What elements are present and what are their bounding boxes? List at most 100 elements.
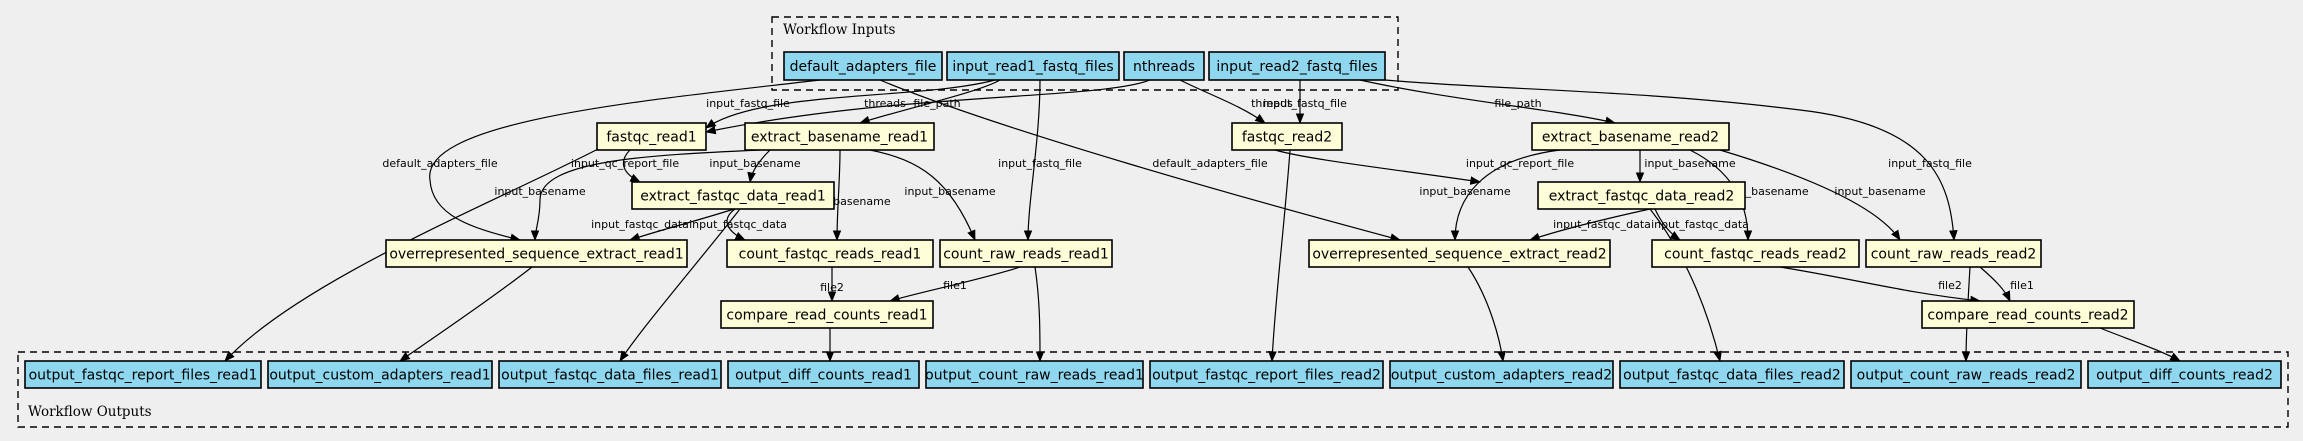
edge-nthreads-to-fastqc_read1: [704, 79, 1151, 135]
edge-label: input_fastq_file: [1263, 97, 1347, 110]
node-box: [1531, 122, 1730, 151]
edge-extract_basename_read1-to-count_raw_reads_read1: [869, 149, 976, 241]
task-node-fastqc_read2[interactable]: fastqc_read2: [1231, 122, 1343, 151]
io-node-output_count_raw_reads_read2[interactable]: output_count_raw_reads_read2: [1850, 360, 2082, 389]
edge-compare_read_counts_read2-to-output_diff_counts_read2: [2099, 327, 2181, 362]
node-box: [1149, 360, 1384, 389]
edge-label: input_basename: [494, 185, 585, 198]
task-node-extract_fastqc_data_read2[interactable]: extract_fastqc_data_read2: [1537, 181, 1746, 210]
node-box: [1308, 239, 1611, 268]
io-node-output_fastqc_data_files_read2[interactable]: output_fastqc_data_files_read2: [1619, 360, 1845, 389]
edge-label: file1: [2010, 279, 2034, 292]
node-box: [1231, 122, 1343, 151]
nodes-layer: default_adapters_file input_read1_fastq_f…: [24, 51, 2282, 389]
task-node-compare_read_counts_read2[interactable]: compare_read_counts_read2: [1921, 300, 2135, 329]
edge-label: file_path: [1494, 97, 1541, 110]
io-node-output_custom_adapters_read1[interactable]: output_custom_adapters_read1: [267, 360, 493, 389]
edge-extract_fastqc_data_read2-to-output_fastqc_data_files_read2: [1649, 208, 1722, 363]
edge-label: input_basename: [904, 185, 995, 198]
task-node-count_fastqc_reads_read2[interactable]: count_fastqc_reads_read2: [1651, 239, 1860, 268]
node-label: output_count_raw_reads_read2: [1857, 368, 2076, 384]
edge-count_raw_reads_read1-to-compare_read_counts_read1: [888, 266, 1021, 303]
node-box: [1389, 360, 1614, 389]
io-node-output_diff_counts_read1[interactable]: output_diff_counts_read1: [727, 360, 920, 389]
task-node-extract_fastqc_data_read1[interactable]: extract_fastqc_data_read1: [631, 181, 835, 210]
edge-nthreads-to-fastqc_read2: [1179, 79, 1266, 124]
edge-label: input_basename: [1834, 185, 1925, 198]
task-node-extract_basename_read1[interactable]: extract_basename_read1: [744, 122, 935, 151]
edge-label: input_fastq_file: [998, 157, 1082, 170]
edge-count_raw_reads_read1-to-output_count_raw_reads_read1: [1034, 266, 1045, 363]
node-label: output_custom_adapters_read2: [1391, 368, 1612, 384]
node-box: [925, 360, 1144, 389]
node-box: [946, 51, 1120, 81]
task-node-overrepresented_sequence_extract_read1[interactable]: overrepresented_sequence_extract_read1: [385, 239, 688, 268]
edge-label: input_fastqc_data: [1651, 218, 1749, 231]
node-label: output_diff_counts_read1: [735, 368, 912, 384]
io-node-output_count_raw_reads_read1[interactable]: output_count_raw_reads_read1: [925, 360, 1144, 389]
io-node-input_read2_fastq_files[interactable]: input_read2_fastq_files: [1208, 51, 1386, 81]
edge-label: input_fastqc_data: [689, 218, 787, 231]
edge-label: input_fastqc_data: [591, 218, 689, 231]
edge-extract_fastqc_data_read1-to-output_fastqc_data_files_read1: [619, 208, 741, 362]
io-node-default_adapters_file[interactable]: default_adapters_file: [783, 51, 943, 81]
node-label: nthreads: [1133, 59, 1195, 75]
edge-input_read2_fastq_files-to-extract_basename_read2: [1359, 79, 1617, 125]
node-box: [744, 122, 935, 151]
edge-label: input_basename: [1419, 185, 1510, 198]
node-label: compare_read_counts_read1: [726, 308, 927, 324]
edges-layer: [224, 79, 2181, 363]
inputs-cluster-border: [771, 16, 1399, 91]
node-box: [498, 360, 722, 389]
node-label: fastqc_read1: [606, 130, 696, 146]
task-node-count_fastqc_reads_read1[interactable]: count_fastqc_reads_read1: [726, 239, 934, 268]
node-label: count_fastqc_reads_read2: [1664, 247, 1847, 263]
node-label: output_fastqc_data_files_read2: [1623, 368, 1841, 384]
edge-default_adapters_file-to-overrepresented_sequence_extract_read1: [429, 79, 821, 242]
task-node-fastqc_read1[interactable]: fastqc_read1: [596, 122, 707, 151]
outputs-cluster-border: [17, 351, 2289, 428]
node-label: compare_read_counts_read2: [1927, 308, 2128, 324]
node-box: [1208, 51, 1386, 81]
task-node-overrepresented_sequence_extract_read2[interactable]: overrepresented_sequence_extract_read2: [1308, 239, 1611, 268]
node-label: extract_basename_read2: [1542, 130, 1719, 146]
node-box: [783, 51, 943, 81]
edge-label: input_fastq_file: [706, 97, 790, 110]
io-node-output_fastqc_data_files_read1[interactable]: output_fastqc_data_files_read1: [498, 360, 722, 389]
node-box: [1921, 300, 2135, 329]
task-node-compare_read_counts_read1[interactable]: compare_read_counts_read1: [720, 300, 934, 329]
node-box: [1619, 360, 1845, 389]
edge-extract_basename_read1-to-overrepresented_sequence_extract_read1: [530, 149, 761, 242]
node-label: count_raw_reads_read1: [943, 247, 1109, 263]
edge-input_read1_fastq_files-to-extract_basename_read1: [858, 79, 1001, 125]
node-label: output_fastqc_data_files_read1: [501, 368, 719, 384]
io-node-input_read1_fastq_files[interactable]: input_read1_fastq_files: [946, 51, 1120, 81]
node-box: [1123, 51, 1205, 81]
io-node-nthreads[interactable]: nthreads: [1123, 51, 1205, 81]
outputs-cluster: Workflow Outputs: [17, 351, 2289, 428]
node-label: count_fastqc_reads_read1: [739, 247, 922, 263]
node-label: output_diff_counts_read2: [2096, 368, 2273, 384]
edge-overrepresented_sequence_extract_read2-to-output_custom_adapters_read2: [1467, 266, 1506, 363]
edge-extract_basename_read1-to-count_fastqc_reads_read1: [832, 149, 842, 242]
io-node-output_diff_counts_read2[interactable]: output_diff_counts_read2: [2087, 360, 2282, 389]
node-label: overrepresented_sequence_extract_read1: [389, 247, 683, 263]
edge-label: input_basename: [1644, 157, 1735, 170]
node-label: extract_fastqc_data_read1: [640, 189, 826, 205]
edge-extract_basename_read1-to-extract_fastqc_data_read1: [747, 149, 771, 184]
io-node-output_fastqc_report_files_read2[interactable]: output_fastqc_report_files_read2: [1149, 360, 1384, 389]
task-node-extract_basename_read2[interactable]: extract_basename_read2: [1531, 122, 1730, 151]
outputs-cluster-label: Workflow Outputs: [28, 404, 152, 420]
edge-fastqc_read2-to-extract_fastqc_data_read2: [1274, 149, 1482, 185]
edge-label: file2: [1938, 279, 1962, 292]
task-node-count_raw_reads_read1[interactable]: count_raw_reads_read1: [939, 239, 1113, 268]
io-node-output_fastqc_report_files_read1[interactable]: output_fastqc_report_files_read1: [24, 360, 262, 389]
edge-input_read2_fastq_files-to-count_raw_reads_read2: [1384, 79, 1958, 242]
node-box: [267, 360, 493, 389]
node-label: default_adapters_file: [790, 59, 937, 75]
node-box: [726, 239, 934, 268]
io-node-output_custom_adapters_read2[interactable]: output_custom_adapters_read2: [1389, 360, 1614, 389]
task-node-count_raw_reads_read2[interactable]: count_raw_reads_read2: [1865, 239, 2042, 268]
edge-input_read1_fastq_files-to-fastqc_read1: [705, 79, 996, 129]
